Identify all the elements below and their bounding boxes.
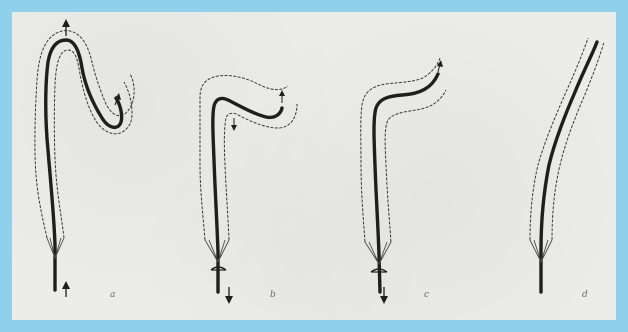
panel-d-lumen-outer-wall [530,38,588,240]
panel-a-bottom-up-arrow-icon [62,281,70,297]
panel-a-label: a [110,290,115,300]
panel-d-label: d [582,290,588,300]
panel-b-label: b [270,290,276,300]
panel-d: d [530,38,604,300]
panel-c-label: c [424,290,429,300]
panel-b-tip-up-arrow-icon [279,90,285,103]
panel-a: a [35,19,134,300]
panel-a-top-arrow-icon [62,19,70,36]
panel-b-bend-down-arrow-icon [231,118,237,131]
panel-a-lumen-inner-wall [54,50,132,238]
panel-d-endoscope-shaft [541,42,597,292]
panel-b: b [200,75,297,304]
panel-b-lumen-inner-wall [224,104,297,240]
panel-a-lumen-outer-wall [35,31,134,238]
panel-d-lumen-inner-wall [552,42,604,240]
panel-c-lumen-inner-wall [385,90,446,242]
panel-b-bottom-down-arrow-icon [225,287,233,304]
panel-c: c [361,58,446,304]
